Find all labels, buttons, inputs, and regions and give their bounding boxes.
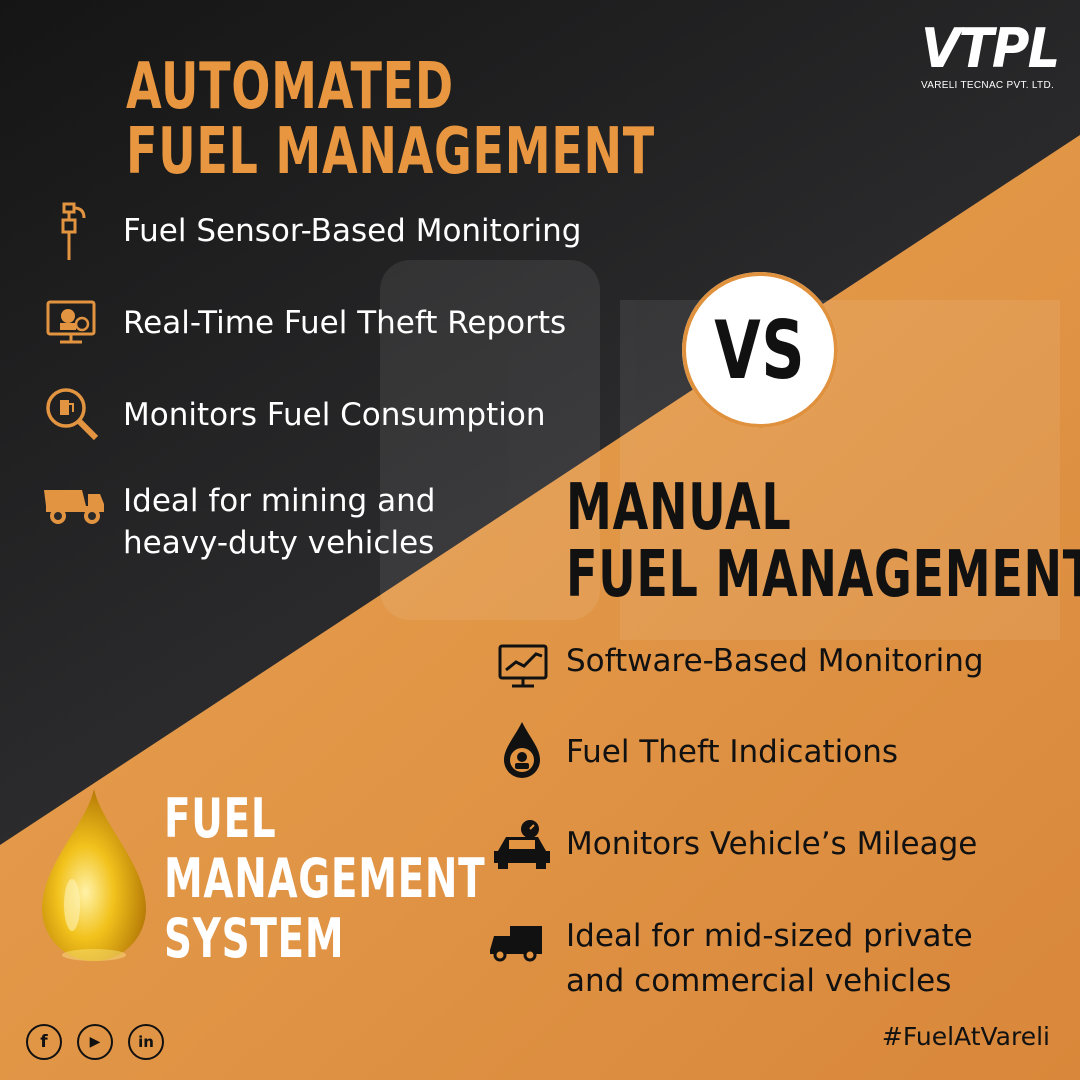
manual-title-line1: MANUAL xyxy=(566,471,792,545)
manual-title-line2: FUEL MANAGEMENT xyxy=(566,538,1080,612)
theft-monitor-icon xyxy=(40,292,104,356)
hashtag: #FuelAtVareli xyxy=(881,1022,1050,1051)
facebook-icon[interactable]: f xyxy=(26,1024,62,1060)
fuel-search-icon xyxy=(40,382,104,446)
automated-item-4-line1: Ideal for mining and xyxy=(123,483,436,519)
logo-mark: VTPL xyxy=(921,17,1060,80)
linkedin-glyph: in xyxy=(138,1033,154,1051)
dump-truck-icon xyxy=(42,470,106,534)
delivery-van-icon xyxy=(486,908,550,972)
automated-title-line2: FUEL MANAGEMENT xyxy=(126,115,655,189)
company-name: VARELI TECNAC PVT. LTD. xyxy=(921,80,1055,91)
fuel-drop-icon xyxy=(34,785,154,970)
automated-item-2: Real-Time Fuel Theft Reports xyxy=(123,305,567,341)
fms-title-line2: MANAGEMENT xyxy=(164,847,486,910)
automated-item-3: Monitors Fuel Consumption xyxy=(123,397,546,433)
fms-title-line1: FUEL xyxy=(164,787,277,850)
youtube-glyph: ▶ xyxy=(89,1034,101,1050)
facebook-glyph: f xyxy=(40,1032,48,1052)
manual-item-3: Monitors Vehicle’s Mileage xyxy=(566,826,978,862)
linkedin-icon[interactable]: in xyxy=(128,1024,164,1060)
automated-title-line1: AUTOMATED xyxy=(126,50,454,124)
vs-label: VS xyxy=(714,303,806,397)
automated-item-4-line2: heavy-duty vehicles xyxy=(123,525,435,561)
manual-item-1: Software-Based Monitoring xyxy=(566,643,984,679)
manual-item-4-line2: and commercial vehicles xyxy=(566,963,952,999)
car-gauge-icon xyxy=(490,815,554,879)
manual-item-4-line1: Ideal for mid-sized private xyxy=(566,918,973,954)
chart-monitor-icon xyxy=(490,632,554,696)
youtube-icon[interactable]: ▶ xyxy=(77,1024,113,1060)
oil-drop-thief-icon xyxy=(490,718,554,782)
vs-badge: VS xyxy=(682,272,838,428)
fms-title-line3: SYSTEM xyxy=(164,907,345,970)
vtpl-logo: VTPL VARELI TECNAC PVT. LTD. xyxy=(921,22,1061,98)
manual-item-2: Fuel Theft Indications xyxy=(566,734,899,770)
automated-item-1: Fuel Sensor-Based Monitoring xyxy=(123,213,582,249)
fuel-sensor-icon xyxy=(40,198,104,262)
